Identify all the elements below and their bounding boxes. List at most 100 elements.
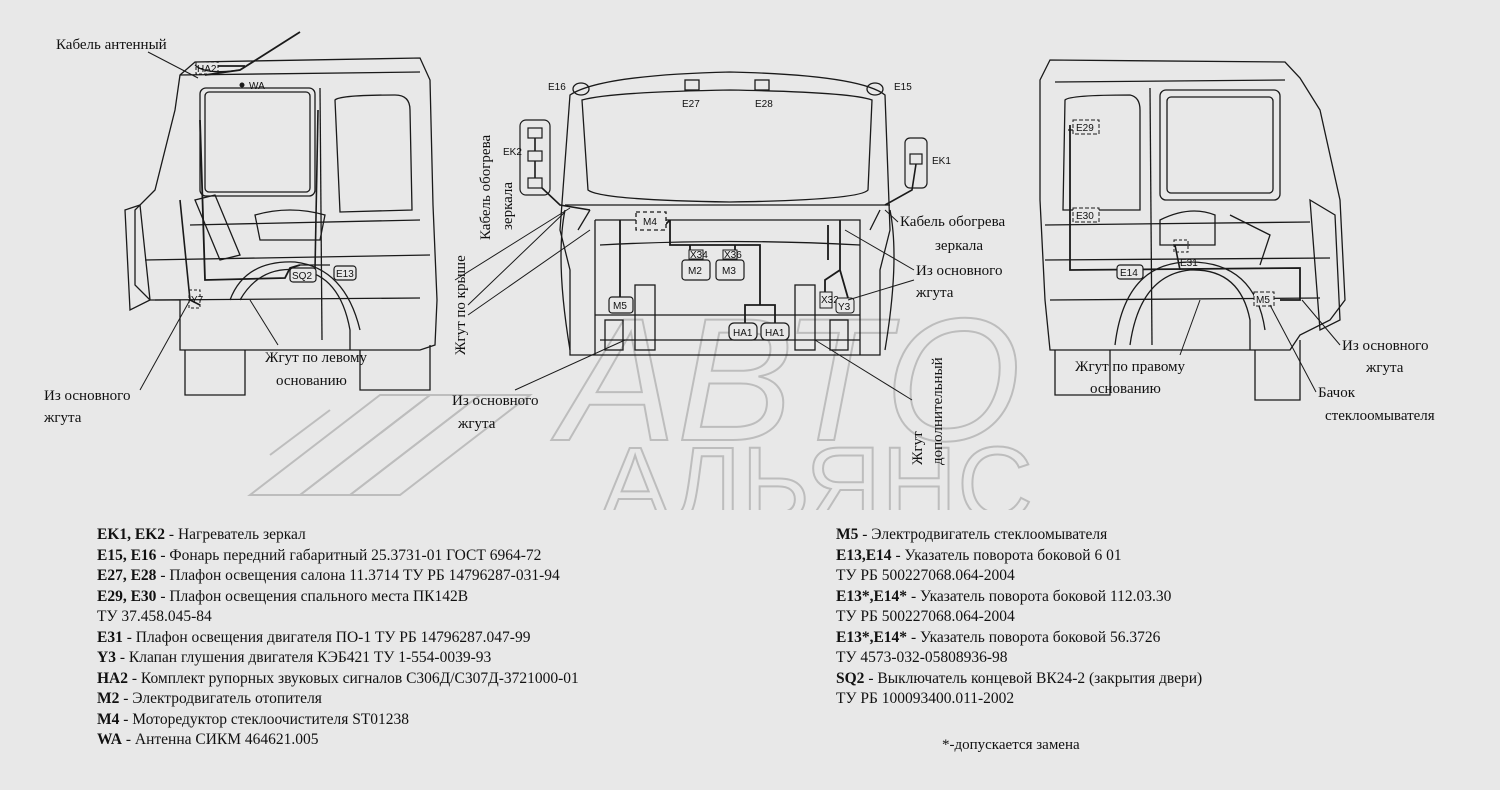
m5-label: M5 [613, 301, 627, 312]
right-cab-view [1039, 59, 1346, 401]
legend-text: - Выключатель концевой ВК24-2 (закрытия … [864, 669, 1203, 687]
legend-row: M2 - Электродвигатель отопителя [97, 689, 579, 710]
e16-label: E16 [548, 82, 566, 93]
legend-code: HA2 [97, 669, 128, 687]
e14-box [1116, 264, 1144, 280]
legend-text: - Указатель поворота боковой 56.3726 [907, 628, 1161, 646]
legend-text: - Фонарь передний габаритный 25.3731-01 … [156, 546, 542, 564]
e31-box [1173, 239, 1189, 253]
legend-text: ТУ 4573-032-05808936-98 [836, 649, 1008, 666]
m2-label: M2 [688, 266, 702, 277]
cable-antenna-label: Кабель антенный [56, 37, 167, 53]
sq2-label: SQ2 [292, 271, 312, 282]
ha1-right-box [760, 322, 790, 341]
y3-box [835, 297, 855, 314]
y3-label: Y3 [838, 302, 851, 313]
footnote: *-допускается замена [942, 737, 1080, 753]
right-base-harness-label-1: Жгут по правому [1075, 359, 1186, 375]
x32-box [819, 291, 833, 309]
m5-box [608, 296, 634, 314]
roof-harness-pointers [454, 207, 591, 316]
e27-label: E27 [682, 99, 700, 110]
e29-box [1072, 119, 1100, 135]
mirror-heat-left-line-2: зеркала [500, 182, 516, 230]
legend-row: EK1, EK2 - Нагреватель зеркал [97, 525, 579, 546]
watermark: АВТО АЛЬЯНС [247, 282, 1034, 510]
mirror-heat-right-label-2: зеркала [935, 238, 983, 254]
x34-label: X34 [690, 250, 708, 261]
legend-row: WA - Антенна СИКМ 464621.005 [97, 730, 579, 751]
legend-text: ТУ РБ 500227068.064-2004 [836, 608, 1015, 625]
from-main-left-pointer [139, 299, 191, 391]
m5-right-box [1253, 291, 1275, 307]
cable-antenna-pointer [147, 51, 199, 79]
ek2-label: EK2 [503, 147, 522, 158]
legend-row: E31 - Плафон освещения двигателя ПО-1 ТУ… [97, 628, 579, 649]
legend-text: - Комплект рупорных звуковых сигналов С3… [128, 669, 579, 687]
legend-row: ТУ РБ 500227068.064-2004 [836, 607, 1202, 628]
legend-row: E15, E16 - Фонарь передний габаритный 25… [97, 546, 579, 567]
legend-text: - Указатель поворота боковой 6 01 [891, 546, 1122, 564]
legend-text: - Электродвигатель стеклоомывателя [858, 526, 1108, 543]
legend-row: E29, E30 - Плафон освещения спального ме… [97, 587, 579, 608]
m3-box [715, 259, 745, 281]
washer-tank-label-1: Бачок [1318, 385, 1356, 401]
wiring-diagram: АВТО АЛЬЯНС HA2 WA К [43, 31, 1435, 510]
washer-tank-label-2: стеклоомывателя [1325, 408, 1435, 424]
legend-row: ТУ РБ 500227068.064-2004 [836, 566, 1202, 587]
e29-label: E29 [1076, 123, 1094, 134]
roof-harness-label: Жгут по крыше [453, 255, 469, 355]
from-main-right-top-pointer [844, 229, 915, 301]
e15-label: E15 [894, 82, 912, 93]
ha2-label: HA2 [197, 64, 217, 75]
m4-label: M4 [643, 217, 657, 228]
ek1-label: EK1 [932, 156, 951, 167]
legend-code: M4 [97, 710, 120, 728]
e30-label: E30 [1076, 211, 1094, 222]
m3-label: M3 [722, 266, 736, 277]
from-main-right-top-label-2: жгута [915, 285, 954, 301]
from-main-left-label-1: Из основного [44, 388, 130, 404]
mirror-heat-left-label: Кабель обогрева зеркала [478, 131, 516, 240]
left-base-harness-label-2: основанию [276, 373, 347, 389]
legend-code: E13*,E14* [836, 587, 908, 605]
legend-code: M2 [97, 690, 120, 707]
legend-text: - Указатель поворота боковой 112.03.30 [907, 587, 1172, 605]
legend-text: ТУ РБ 100093400.011-2002 [836, 690, 1015, 707]
extra-harness-line-2: дополнительный [930, 357, 946, 465]
wa-antenna-line [204, 31, 301, 76]
extra-harness-line-1: Жгут [910, 431, 926, 465]
e30-box [1072, 207, 1100, 223]
legend-text: - Электродвигатель отопителя [119, 690, 322, 707]
left-cab-view [124, 57, 438, 396]
legend-code: M5 [836, 526, 859, 543]
sq2-box [289, 267, 317, 283]
legend-row: E13*,E14* - Указатель поворота боковой 5… [836, 628, 1202, 649]
legend-text: - Плафон освещения спального места ПК142… [156, 587, 469, 605]
extra-harness-label: Жгут дополнительный [910, 357, 946, 465]
y7-label: Y7 [191, 295, 204, 306]
legend-code: EK1, EK2 [97, 526, 166, 543]
center-cab-view [559, 71, 895, 356]
watermark-logo-icon [247, 394, 533, 496]
e31-label: E31 [1180, 258, 1198, 269]
legend-text: ТУ 37.458.045-84 [97, 608, 212, 625]
legend-text: - Клапан глушения двигателя КЭБ421 ТУ 1-… [115, 649, 492, 666]
m4-box [635, 211, 667, 231]
from-main-far-right-pointer [1301, 299, 1341, 346]
legend-row: HA2 - Комплект рупорных звуковых сигнало… [97, 669, 579, 690]
ek1-mirror-heater [884, 137, 928, 206]
legend-row: ТУ РБ 100093400.011-2002 [836, 689, 1202, 710]
m2-box [681, 259, 711, 281]
left-base-harness-label-1: Жгут по левому [265, 350, 368, 366]
legend-row: M5 - Электродвигатель стеклоомывателя [836, 525, 1202, 546]
wa-antenna-base [239, 82, 245, 88]
ha1-left-box [728, 322, 758, 341]
x36-label: X36 [724, 250, 742, 261]
legend-code: E13,E14 [836, 546, 892, 564]
from-main-far-right-label-1: Из основного [1342, 338, 1428, 354]
legend-row: E13*,E14* - Указатель поворота боковой 1… [836, 587, 1202, 608]
left-base-pointer [249, 299, 279, 346]
legend-row: SQ2 - Выключатель концевой ВК24-2 (закры… [836, 669, 1202, 690]
right-base-pointer [1179, 299, 1201, 356]
